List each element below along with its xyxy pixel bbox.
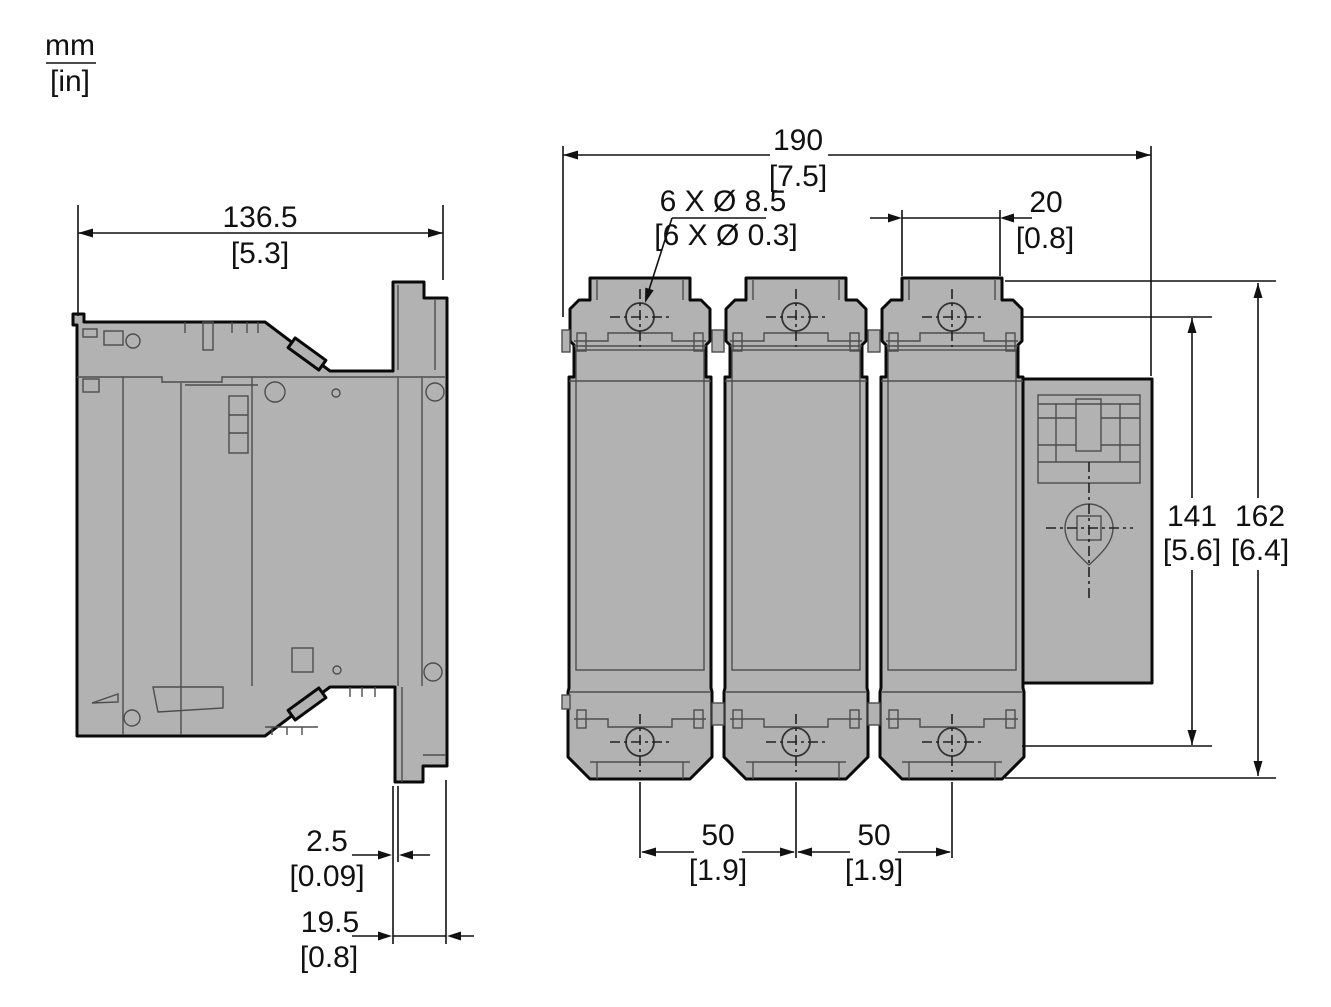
dim-pitch-left-mm: 50 [701,819,734,852]
top-clip [286,336,328,372]
dim-tab-width-mm: 20 [1029,186,1062,219]
callout-holes-mm: 6 X Ø 8.5 [660,185,787,218]
pole-3 [878,276,1026,781]
dim-front-width-mm: 190 [773,124,823,157]
dim-pitch-left-in: [1.9] [689,854,747,887]
dim-plate-thickness: 2.5 [0.09] [289,786,430,944]
accessory-block [1020,377,1154,685]
bottom-clip [286,686,328,722]
dim-overall-height: 162 [6.4] [1005,280,1289,779]
leader-line [647,217,766,294]
dim-pitch-left: 50 [1.9] [639,782,797,887]
pole-1 [566,276,714,781]
legend-imperial-unit: [in] [50,65,90,98]
dim-hole-span-in: [5.6] [1163,534,1221,567]
dim-hole-span-mm: 141 [1167,500,1217,533]
callout-holes-in: [6 X Ø 0.3] [654,219,797,252]
dim-tab-width-in: [0.8] [1016,222,1074,255]
callout-mounting-holes: 6 X Ø 8.5 [6 X Ø 0.3] [645,185,798,303]
dim-side-width-mm: 136.5 [222,201,297,234]
dim-rail-depth-mm: 19.5 [301,906,359,939]
dim-hole-span: 141 [5.6] [1022,316,1221,747]
dim-rail-depth-in: [0.8] [300,941,358,974]
legend-metric-unit: mm [45,29,95,62]
dim-side-width-in: [5.3] [231,237,289,270]
units-legend: mm [in] [45,29,96,98]
dim-overall-height-mm: 162 [1235,500,1285,533]
side-view [71,280,449,784]
pole-2 [722,276,870,781]
front-view [561,276,1154,781]
dim-side-width: 136.5 [5.3] [77,201,444,316]
side-view-details [77,285,446,782]
dim-pitch-right-in: [1.9] [845,854,903,887]
dim-pitch-right-mm: 50 [857,819,890,852]
pole-side-lugs [561,329,881,726]
dim-pitch-right: 50 [1.9] [797,782,953,887]
dim-rail-depth: 19.5 [0.8] [300,780,474,974]
dim-plate-thickness-in: [0.09] [289,860,364,893]
dim-overall-height-in: [6.4] [1231,534,1289,567]
dim-tab-width: 20 [0.8] [870,186,1074,276]
dim-front-width: 190 [7.5] [562,124,1152,376]
side-view-outline [71,280,449,784]
dim-front-width-in: [7.5] [769,160,827,193]
dim-plate-thickness-mm: 2.5 [306,825,348,858]
